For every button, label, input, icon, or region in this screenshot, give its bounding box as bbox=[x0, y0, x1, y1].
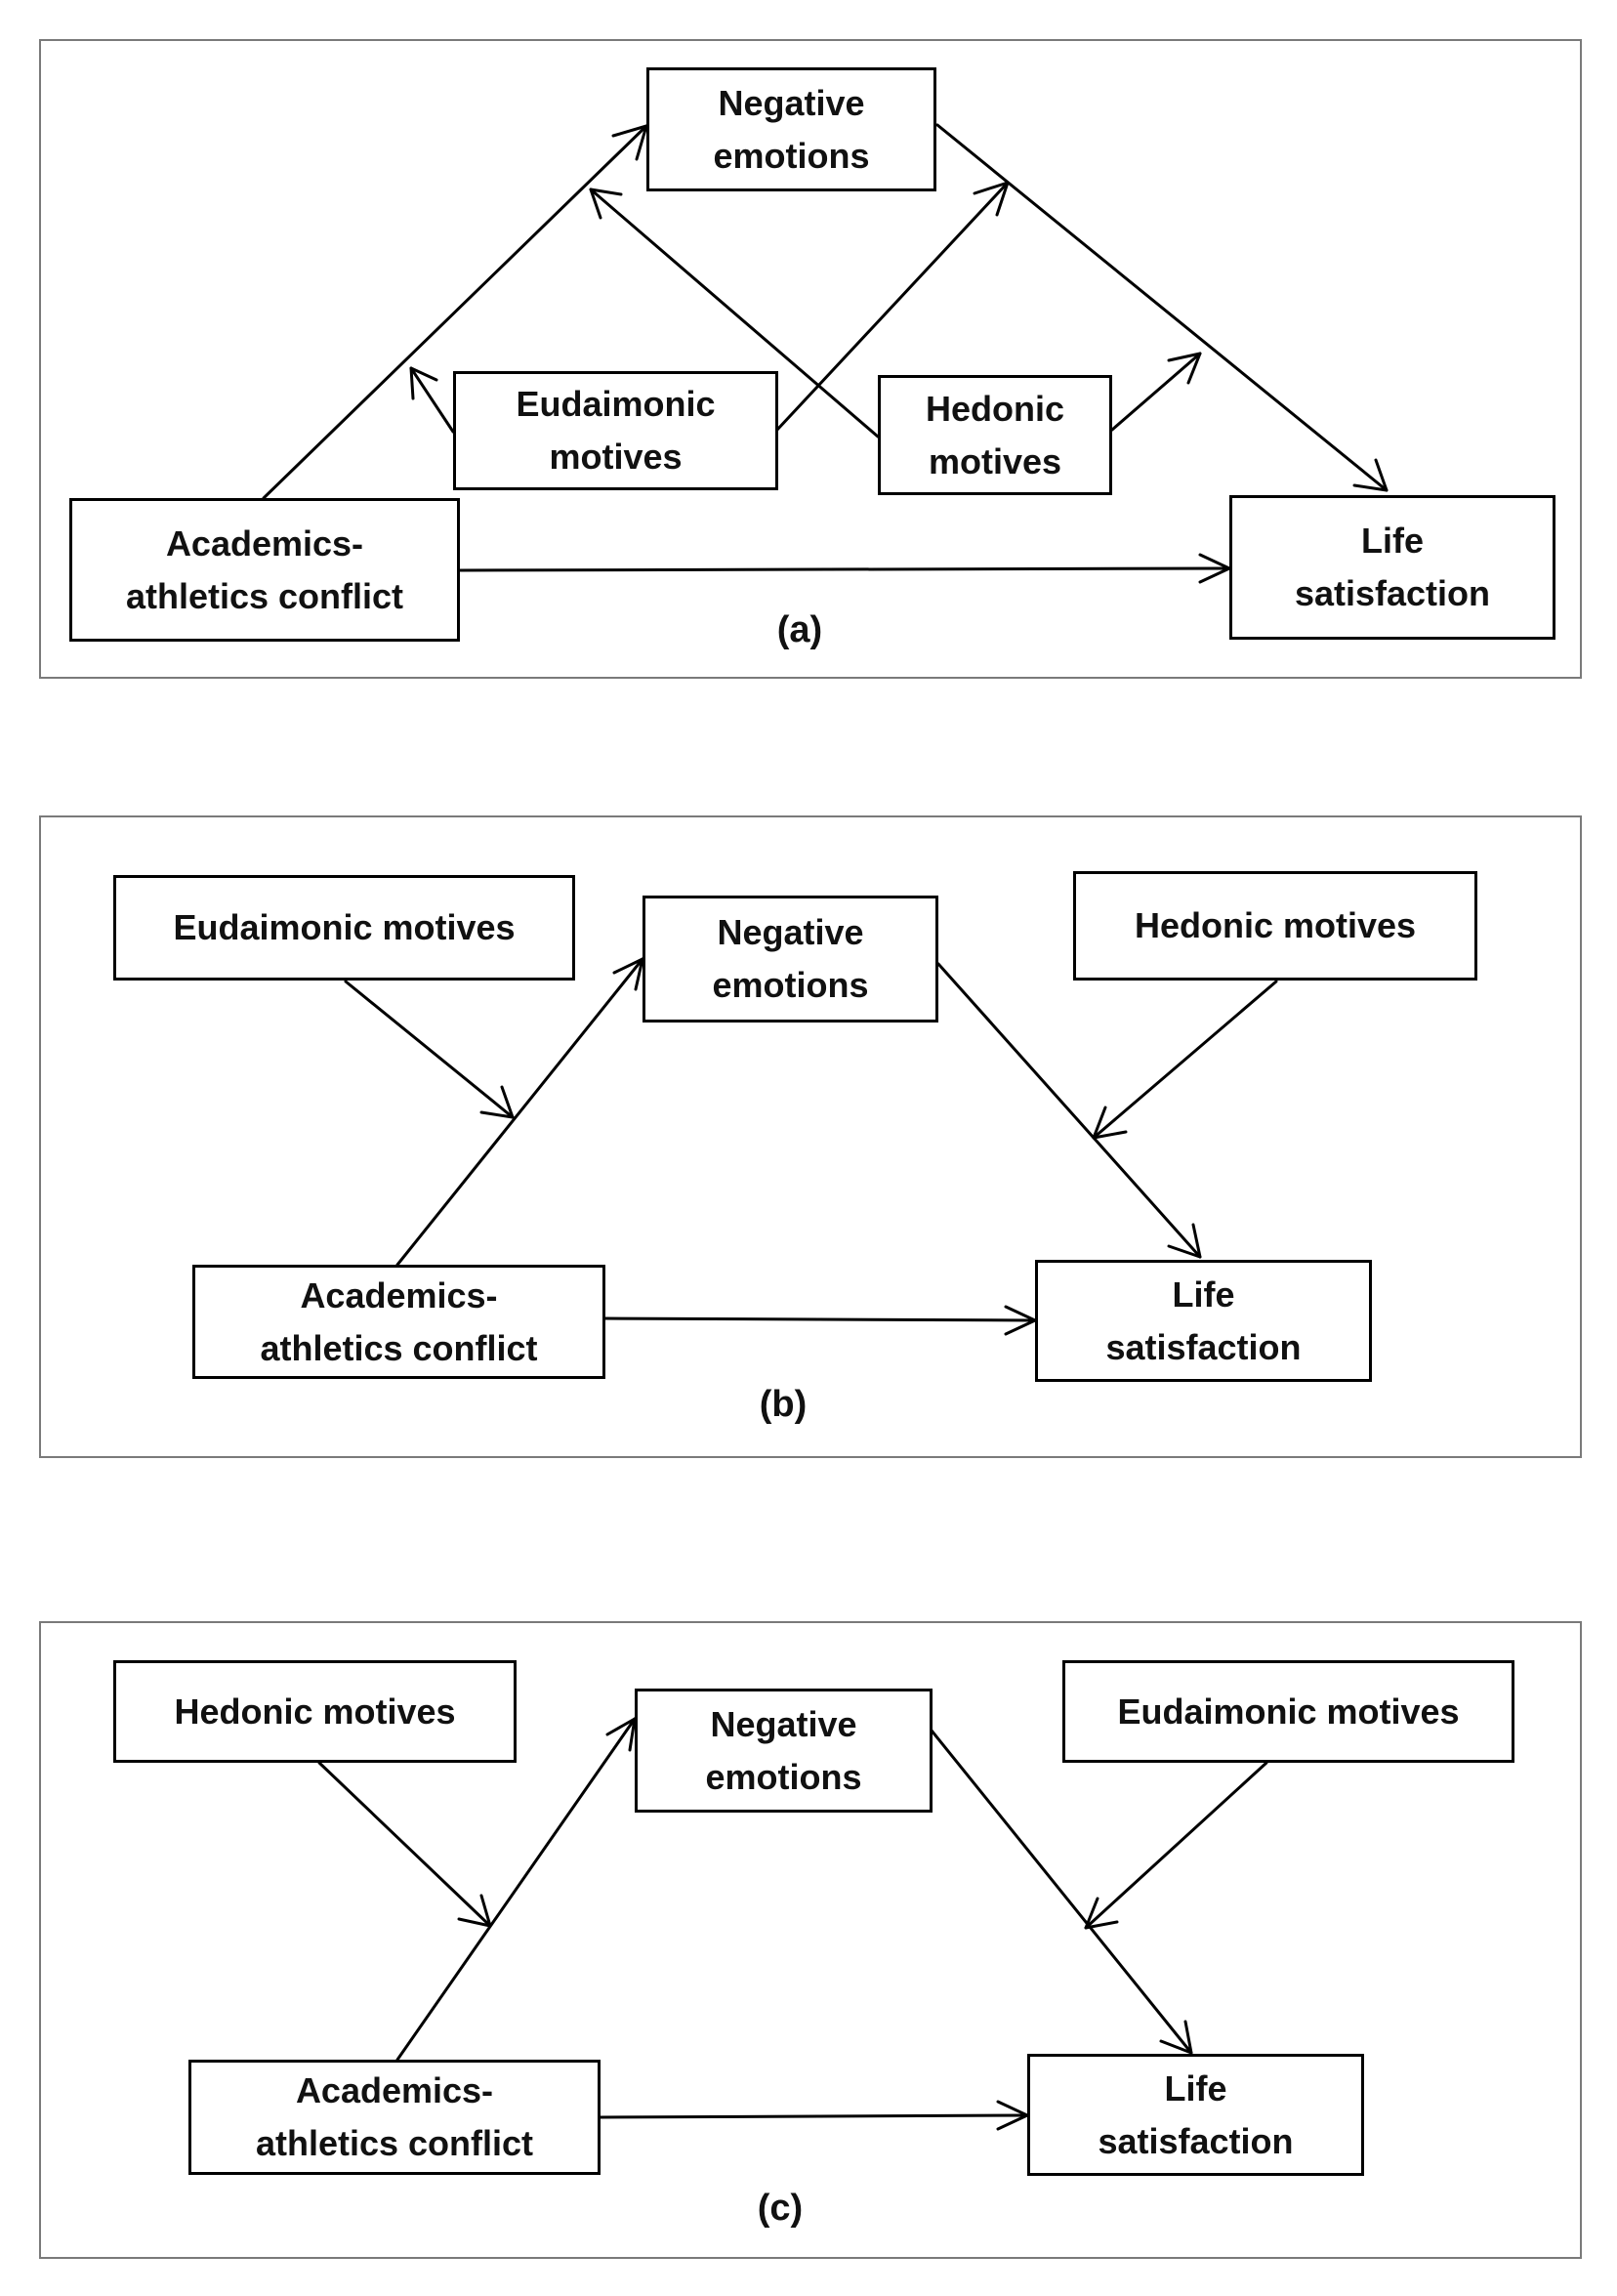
panel-label: (b) bbox=[759, 1384, 808, 1425]
arrow-aac-to-neg bbox=[395, 957, 644, 1267]
arrow-hed-moderates-a-path bbox=[317, 1761, 492, 1928]
node-academics-athletics-conflict: Academics- athletics conflict bbox=[192, 1265, 605, 1379]
panel-b-arrows bbox=[344, 957, 1278, 1336]
arrowhead-hed-moderates-a-path bbox=[589, 188, 623, 220]
node-academics-athletics-conflict: Academics- athletics conflict bbox=[188, 2060, 601, 2175]
arrowhead-eud-moderates-a-path bbox=[479, 1085, 515, 1119]
node-hedonic-motives: Hedonic motives bbox=[878, 375, 1112, 495]
arrow-neg-to-ls bbox=[935, 123, 1389, 492]
arrowhead-neg-to-ls bbox=[1352, 458, 1389, 492]
arrow-hed-moderates-a-path bbox=[589, 188, 880, 438]
arrow-eud-moderates-a-path bbox=[344, 980, 515, 1119]
arrowhead-neg-to-ls bbox=[1167, 1223, 1202, 1259]
node-negative-emotions: Negative emotions bbox=[643, 896, 938, 1023]
node-academics-athletics-conflict: Academics- athletics conflict bbox=[69, 498, 460, 642]
arrow-neg-to-ls bbox=[936, 962, 1202, 1259]
node-eudaimonic-motives: Eudaimonic motives bbox=[113, 875, 575, 981]
node-eudaimonic-motives: Eudaimonic motives bbox=[453, 371, 778, 490]
arrow-hed-moderates-b-path bbox=[1092, 980, 1278, 1140]
panel-c: Hedonic motives Negative emotions Eudaim… bbox=[39, 1621, 1582, 2259]
node-life-satisfaction: Life satisfaction bbox=[1229, 495, 1555, 640]
panel-label: (c) bbox=[757, 2188, 804, 2229]
arrow-hed-moderates-b-path bbox=[1110, 352, 1202, 432]
panel-a: Negative emotions Eudaimonic motives Hed… bbox=[39, 39, 1582, 679]
arrow-eud-moderates-b-path bbox=[775, 181, 1010, 432]
node-negative-emotions: Negative emotions bbox=[635, 1689, 933, 1813]
node-hedonic-motives: Hedonic motives bbox=[1073, 871, 1477, 981]
arrowhead-hed-moderates-a-path bbox=[457, 1894, 492, 1928]
arrowhead-hed-moderates-b-path bbox=[1167, 352, 1202, 385]
panel-c-arrows bbox=[317, 1717, 1268, 2131]
arrow-eud-moderates-b-path bbox=[1084, 1761, 1268, 1930]
arrow-aac-to-neg bbox=[395, 1717, 637, 2062]
panel-label: (a) bbox=[776, 609, 823, 650]
arrowhead-neg-to-ls bbox=[1159, 2020, 1193, 2055]
arrow-neg-to-ls bbox=[930, 1729, 1193, 2055]
arrow-aac-to-neg bbox=[262, 124, 648, 500]
arrowhead-eud-moderates-b-path bbox=[1084, 1897, 1119, 1930]
node-negative-emotions: Negative emotions bbox=[646, 67, 936, 191]
node-eudaimonic-motives: Eudaimonic motives bbox=[1062, 1660, 1514, 1763]
node-hedonic-motives: Hedonic motives bbox=[113, 1660, 517, 1763]
arrowhead-eud-moderates-a-path bbox=[409, 366, 438, 400]
panel-b: Eudaimonic motives Negative emotions Hed… bbox=[39, 815, 1582, 1458]
node-life-satisfaction: Life satisfaction bbox=[1035, 1260, 1372, 1382]
arrow-eud-moderates-a-path bbox=[409, 366, 455, 434]
arrowhead-hed-moderates-b-path bbox=[1092, 1106, 1128, 1140]
node-life-satisfaction: Life satisfaction bbox=[1027, 2054, 1364, 2176]
arrow-aac-to-ls bbox=[603, 1316, 1037, 1322]
arrow-aac-to-ls bbox=[599, 2113, 1029, 2119]
arrow-aac-to-ls bbox=[457, 566, 1231, 572]
